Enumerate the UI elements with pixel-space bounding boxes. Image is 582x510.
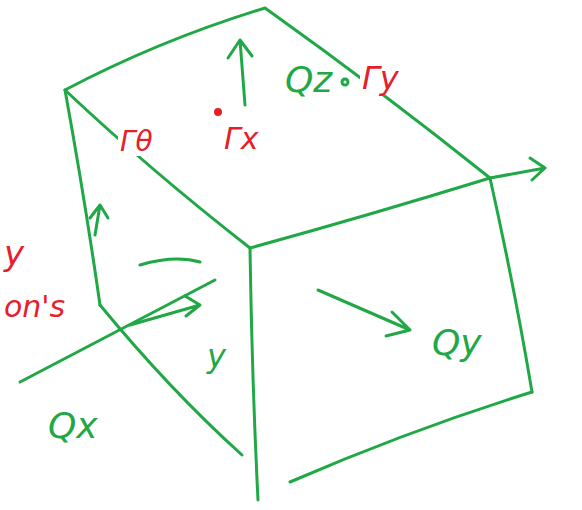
flux-label: Γx bbox=[222, 124, 260, 154]
dot-mark bbox=[342, 79, 348, 85]
note-text: on's bbox=[2, 292, 67, 322]
cube-edge bbox=[490, 178, 532, 392]
flux-label: Qy bbox=[430, 325, 484, 361]
flux-arrow bbox=[140, 259, 200, 265]
flux-arrow bbox=[90, 205, 108, 235]
flux-arrow bbox=[490, 158, 545, 180]
flux-label: Qx bbox=[46, 408, 100, 444]
flux-label: Γθ bbox=[118, 128, 155, 156]
flux-arrow bbox=[130, 296, 200, 325]
cube-edge bbox=[250, 248, 258, 500]
cube-top-face bbox=[65, 8, 490, 248]
flux-arrow bbox=[318, 290, 410, 336]
flux-label: Qz bbox=[283, 62, 334, 98]
dot-mark bbox=[216, 110, 221, 115]
cube-edge bbox=[290, 392, 532, 482]
flux-arrow bbox=[228, 40, 252, 105]
flux-label: Γy bbox=[360, 62, 401, 94]
axis-label: y bbox=[205, 340, 228, 372]
note-text: y bbox=[2, 236, 26, 270]
cube-edge bbox=[65, 90, 100, 305]
